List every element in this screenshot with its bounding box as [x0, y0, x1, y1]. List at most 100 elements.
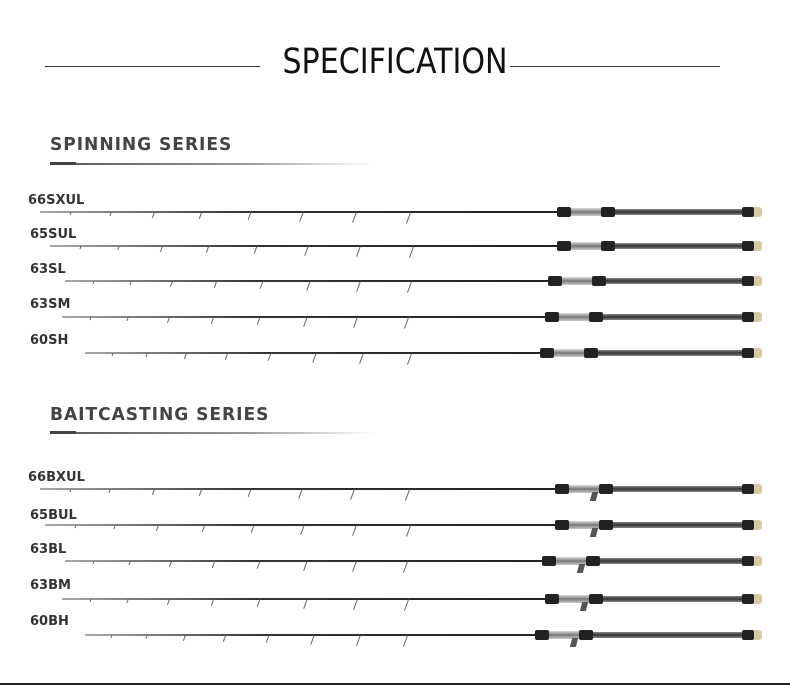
rod-guide: [205, 246, 210, 253]
butt-grip: [742, 556, 754, 566]
rod-image: [0, 592, 790, 611]
butt-cap: [754, 556, 762, 566]
fore-grip: [535, 630, 549, 640]
rod-guide: [300, 525, 305, 535]
butt-section: [615, 209, 742, 215]
rod-guide: [403, 599, 409, 611]
rod-guide: [74, 524, 77, 529]
rod-model-label: 63BM: [30, 578, 71, 593]
butt-section: [593, 632, 742, 638]
rod-guide: [303, 599, 309, 609]
butt-grip: [742, 207, 754, 217]
butt-section: [600, 558, 742, 564]
rod-guide: [256, 317, 260, 326]
rod-guide: [160, 245, 164, 252]
rod-guide: [303, 246, 309, 256]
rod-blank: [40, 488, 555, 490]
rod-model-label: 60SH: [30, 333, 69, 348]
reel-seat: [559, 595, 589, 603]
rod-guide: [359, 353, 364, 364]
rod-guide: [199, 212, 203, 219]
rod-blank: [45, 524, 555, 526]
rear-grip: [589, 312, 603, 322]
rod-guide: [351, 212, 357, 223]
reel-seat: [562, 277, 592, 285]
rod-guide: [256, 599, 260, 608]
rod-guide: [267, 353, 272, 362]
title-rule-left: [45, 66, 260, 67]
rod-image: [0, 554, 790, 573]
rear-grip: [579, 630, 593, 640]
rod-guide: [213, 281, 217, 288]
rod-guide: [92, 560, 95, 565]
spinning-series-underline: [50, 162, 375, 165]
rod-guide: [403, 635, 409, 647]
rod-model-label: 65BUL: [30, 508, 77, 523]
rear-grip: [586, 556, 600, 566]
butt-section: [606, 278, 742, 284]
butt-cap: [754, 312, 762, 322]
rod-guide: [198, 489, 202, 496]
rod-image: [0, 205, 790, 224]
butt-grip: [742, 520, 754, 530]
rod-guide: [183, 352, 187, 359]
baitcasting-series-underline: [50, 431, 375, 434]
rod-guide: [211, 561, 215, 568]
rod-guide: [297, 489, 303, 499]
rod-model-label: 66BXUL: [28, 470, 85, 485]
fore-grip: [557, 241, 571, 251]
rod-image: [0, 239, 790, 258]
rod-guide: [144, 634, 148, 640]
rod-guide: [210, 599, 214, 606]
rod-guide: [299, 212, 304, 222]
butt-cap: [754, 520, 762, 530]
rod-guide: [303, 317, 309, 327]
rod-model-label: 65SUL: [30, 227, 77, 242]
rod-guide: [167, 598, 170, 605]
page-title: SPECIFICATION: [282, 42, 508, 82]
trigger: [589, 528, 599, 537]
rod-image: [0, 518, 790, 537]
rod-guide: [312, 353, 317, 363]
rod-guide: [253, 246, 258, 255]
fore-grip: [548, 276, 562, 286]
butt-cap: [754, 207, 762, 217]
rod-image: [0, 628, 790, 647]
butt-section: [598, 350, 742, 356]
rod-guide: [79, 245, 82, 250]
rod-guide: [303, 561, 309, 571]
rod-blank: [62, 598, 545, 600]
rod-blank: [62, 316, 545, 318]
butt-grip: [742, 312, 754, 322]
rod-guide: [126, 316, 129, 322]
butt-section: [613, 486, 742, 492]
reel-seat: [559, 313, 589, 321]
rod-model-label: 63SL: [30, 262, 66, 277]
reel-seat: [569, 485, 599, 493]
rod-guide: [113, 524, 116, 530]
reel-seat: [571, 208, 601, 216]
rod-image: [0, 274, 790, 293]
reel-seat: [571, 242, 601, 250]
butt-section: [613, 522, 742, 528]
rear-grip: [599, 484, 613, 494]
rear-grip: [601, 207, 615, 217]
trigger: [569, 638, 579, 647]
rod-guide: [406, 353, 412, 365]
rod-guide: [265, 635, 270, 644]
rod-guide: [356, 281, 361, 292]
trigger: [589, 492, 599, 501]
trigger: [579, 602, 589, 611]
fore-grip: [555, 520, 569, 530]
fore-grip: [540, 348, 554, 358]
butt-cap: [754, 241, 762, 251]
rod-guide: [201, 525, 206, 532]
rear-grip: [599, 520, 613, 530]
rod-guide: [259, 281, 263, 290]
butt-grip: [742, 276, 754, 286]
rod-guide: [402, 561, 408, 573]
rear-grip: [592, 276, 606, 286]
rod-guide: [129, 280, 132, 286]
rod-blank: [40, 211, 557, 213]
rod-guide: [306, 281, 312, 291]
